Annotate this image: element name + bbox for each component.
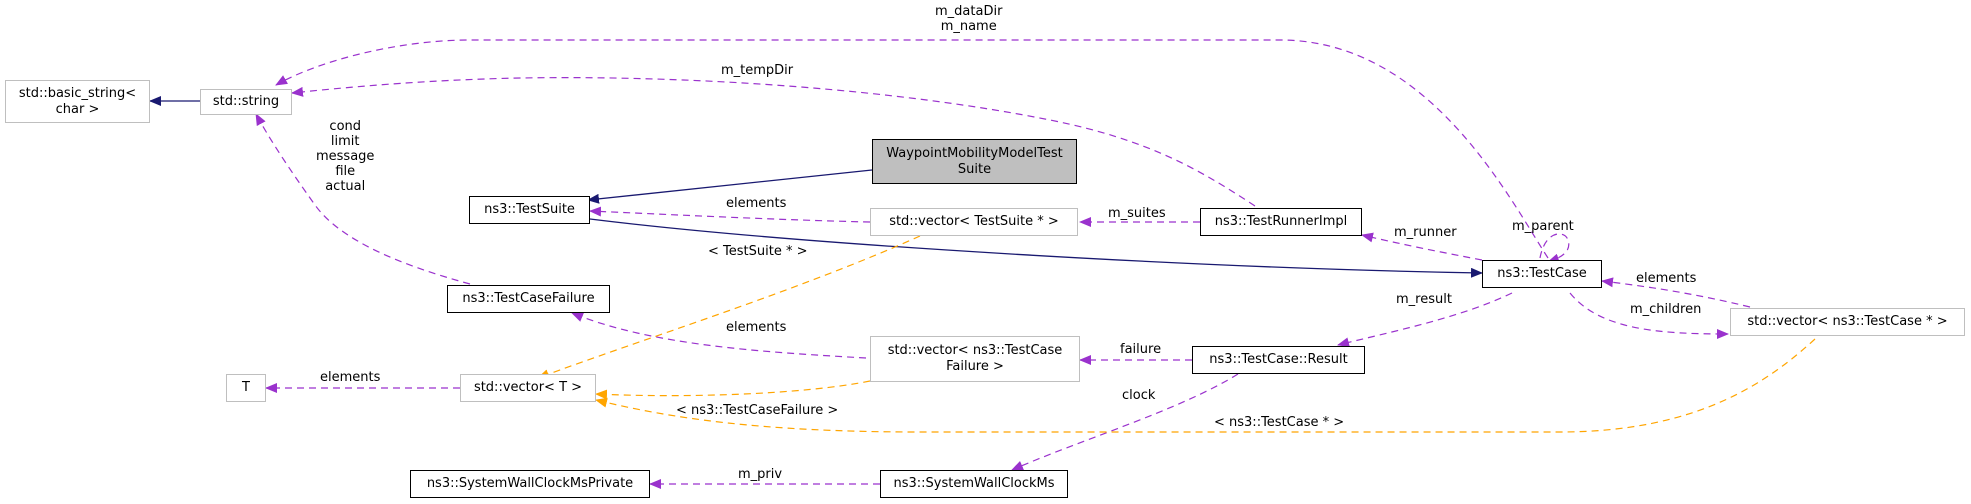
edge-label-template-tcf: < ns3::TestCaseFailure > bbox=[676, 403, 839, 418]
edge-label-vec-ts-elements: elements bbox=[726, 196, 787, 211]
edge-label-m-suites: m_suites bbox=[1108, 206, 1166, 221]
edge-testcase-self-parent bbox=[1539, 233, 1570, 264]
edge-testcase-to-string bbox=[275, 39, 1549, 259]
node-label: ns3::TestCase::Result bbox=[1209, 352, 1348, 367]
node-vector-test-case-failure[interactable]: std::vector< ns3::TestCase Failure > bbox=[870, 336, 1080, 382]
edge-label-m-runner: m_runner bbox=[1394, 225, 1457, 240]
edge-label-line: m_name bbox=[940, 19, 997, 34]
edge-label-line: limit bbox=[330, 134, 360, 149]
node-label: T bbox=[242, 380, 250, 395]
node-system-wall-clock-ms[interactable]: ns3::SystemWallClockMs bbox=[880, 470, 1068, 498]
node-label: std::vector< ns3::TestCase * > bbox=[1747, 314, 1948, 329]
edge-runner-to-string bbox=[291, 77, 1256, 207]
edge-testcase-to-runner bbox=[1361, 232, 1483, 261]
node-test-runner-impl[interactable]: ns3::TestRunnerImpl bbox=[1200, 208, 1362, 236]
node-test-case[interactable]: ns3::TestCase bbox=[1482, 260, 1602, 288]
edge-label-vec-tcf-elements: elements bbox=[726, 320, 787, 335]
node-label: ns3::SystemWallClockMs bbox=[893, 476, 1055, 491]
node-label: std::vector< ns3::TestCase bbox=[887, 343, 1063, 358]
node-t[interactable]: T bbox=[226, 374, 266, 402]
node-label: ns3::TestCaseFailure bbox=[462, 291, 595, 306]
edge-label-template-testsuite: < TestSuite * > bbox=[708, 244, 808, 259]
edge-testsuite-to-testcase bbox=[589, 218, 1483, 278]
edge-vec-tc-template bbox=[595, 338, 1816, 433]
edge-vec-ts-template bbox=[537, 235, 921, 379]
edge-label-vec-tc-elements: elements bbox=[1636, 271, 1697, 286]
node-test-case-failure[interactable]: ns3::TestCaseFailure bbox=[447, 285, 610, 313]
edge-result-to-swcm bbox=[1011, 373, 1239, 471]
edge-label-t-elements: elements bbox=[320, 370, 381, 385]
node-label: Failure > bbox=[946, 359, 1004, 374]
edge-label-line: actual bbox=[325, 179, 366, 194]
edge-waypoint-to-testsuite bbox=[587, 169, 873, 204]
node-waypoint-test-suite[interactable]: WaypointMobilityModelTest Suite bbox=[872, 139, 1077, 184]
node-label: char > bbox=[55, 101, 100, 117]
node-std-string[interactable]: std::string bbox=[200, 89, 292, 115]
edge-testcase-to-result bbox=[1337, 292, 1513, 348]
node-label: std::basic_string< bbox=[18, 85, 137, 101]
edge-label-datadir-name: m_dataDir m_name bbox=[935, 4, 1002, 34]
edge-label-m-result: m_result bbox=[1396, 292, 1452, 307]
node-vector-test-case[interactable]: std::vector< ns3::TestCase * > bbox=[1730, 308, 1965, 336]
node-test-case-result[interactable]: ns3::TestCase::Result bbox=[1192, 346, 1365, 374]
edge-label-template-testcase: < ns3::TestCase * > bbox=[1214, 415, 1345, 430]
node-label: WaypointMobilityModelTest bbox=[886, 145, 1063, 161]
edge-label-clock: clock bbox=[1122, 388, 1156, 403]
edge-label-line: message bbox=[316, 149, 375, 164]
node-label: ns3::TestSuite bbox=[484, 202, 575, 217]
edge-label-m-parent: m_parent bbox=[1512, 219, 1574, 234]
node-basic-string[interactable]: std::basic_string< char > bbox=[5, 80, 150, 123]
node-label: ns3::TestCase bbox=[1497, 266, 1587, 281]
edge-label-m-children: m_children bbox=[1630, 302, 1702, 317]
node-label: std::vector< TestSuite * > bbox=[889, 214, 1059, 229]
node-test-suite[interactable]: ns3::TestSuite bbox=[469, 196, 590, 224]
node-label: ns3::TestRunnerImpl bbox=[1214, 214, 1348, 229]
edge-vec-tc-to-testcase bbox=[1601, 277, 1751, 308]
edge-label-tempdir: m_tempDir bbox=[721, 63, 794, 78]
edge-label-failure-fields: cond limit message file actual bbox=[316, 119, 374, 194]
node-label: Suite bbox=[957, 161, 992, 177]
edge-label-m-priv: m_priv bbox=[738, 467, 783, 482]
node-system-wall-clock-ms-private[interactable]: ns3::SystemWallClockMsPrivate bbox=[410, 470, 650, 498]
edge-failure-to-string bbox=[255, 113, 471, 285]
node-label: std::string bbox=[212, 94, 280, 109]
node-label: ns3::SystemWallClockMsPrivate bbox=[426, 476, 634, 491]
edge-label-line: file bbox=[335, 164, 356, 179]
edge-testcase-to-vec-tc bbox=[1569, 292, 1729, 339]
edge-vec-tcf-to-failure bbox=[571, 312, 867, 359]
edge-label-failure: failure bbox=[1120, 342, 1162, 357]
node-label: std::vector< T > bbox=[473, 380, 583, 395]
edge-vec-ts-to-testsuite bbox=[589, 206, 871, 223]
node-vector-test-suite[interactable]: std::vector< TestSuite * > bbox=[870, 208, 1078, 236]
node-vector-t[interactable]: std::vector< T > bbox=[460, 374, 596, 402]
edge-vec-tcf-template bbox=[595, 380, 871, 400]
edge-label-line: cond bbox=[329, 119, 362, 134]
edge-label-line: m_dataDir bbox=[935, 4, 1003, 19]
